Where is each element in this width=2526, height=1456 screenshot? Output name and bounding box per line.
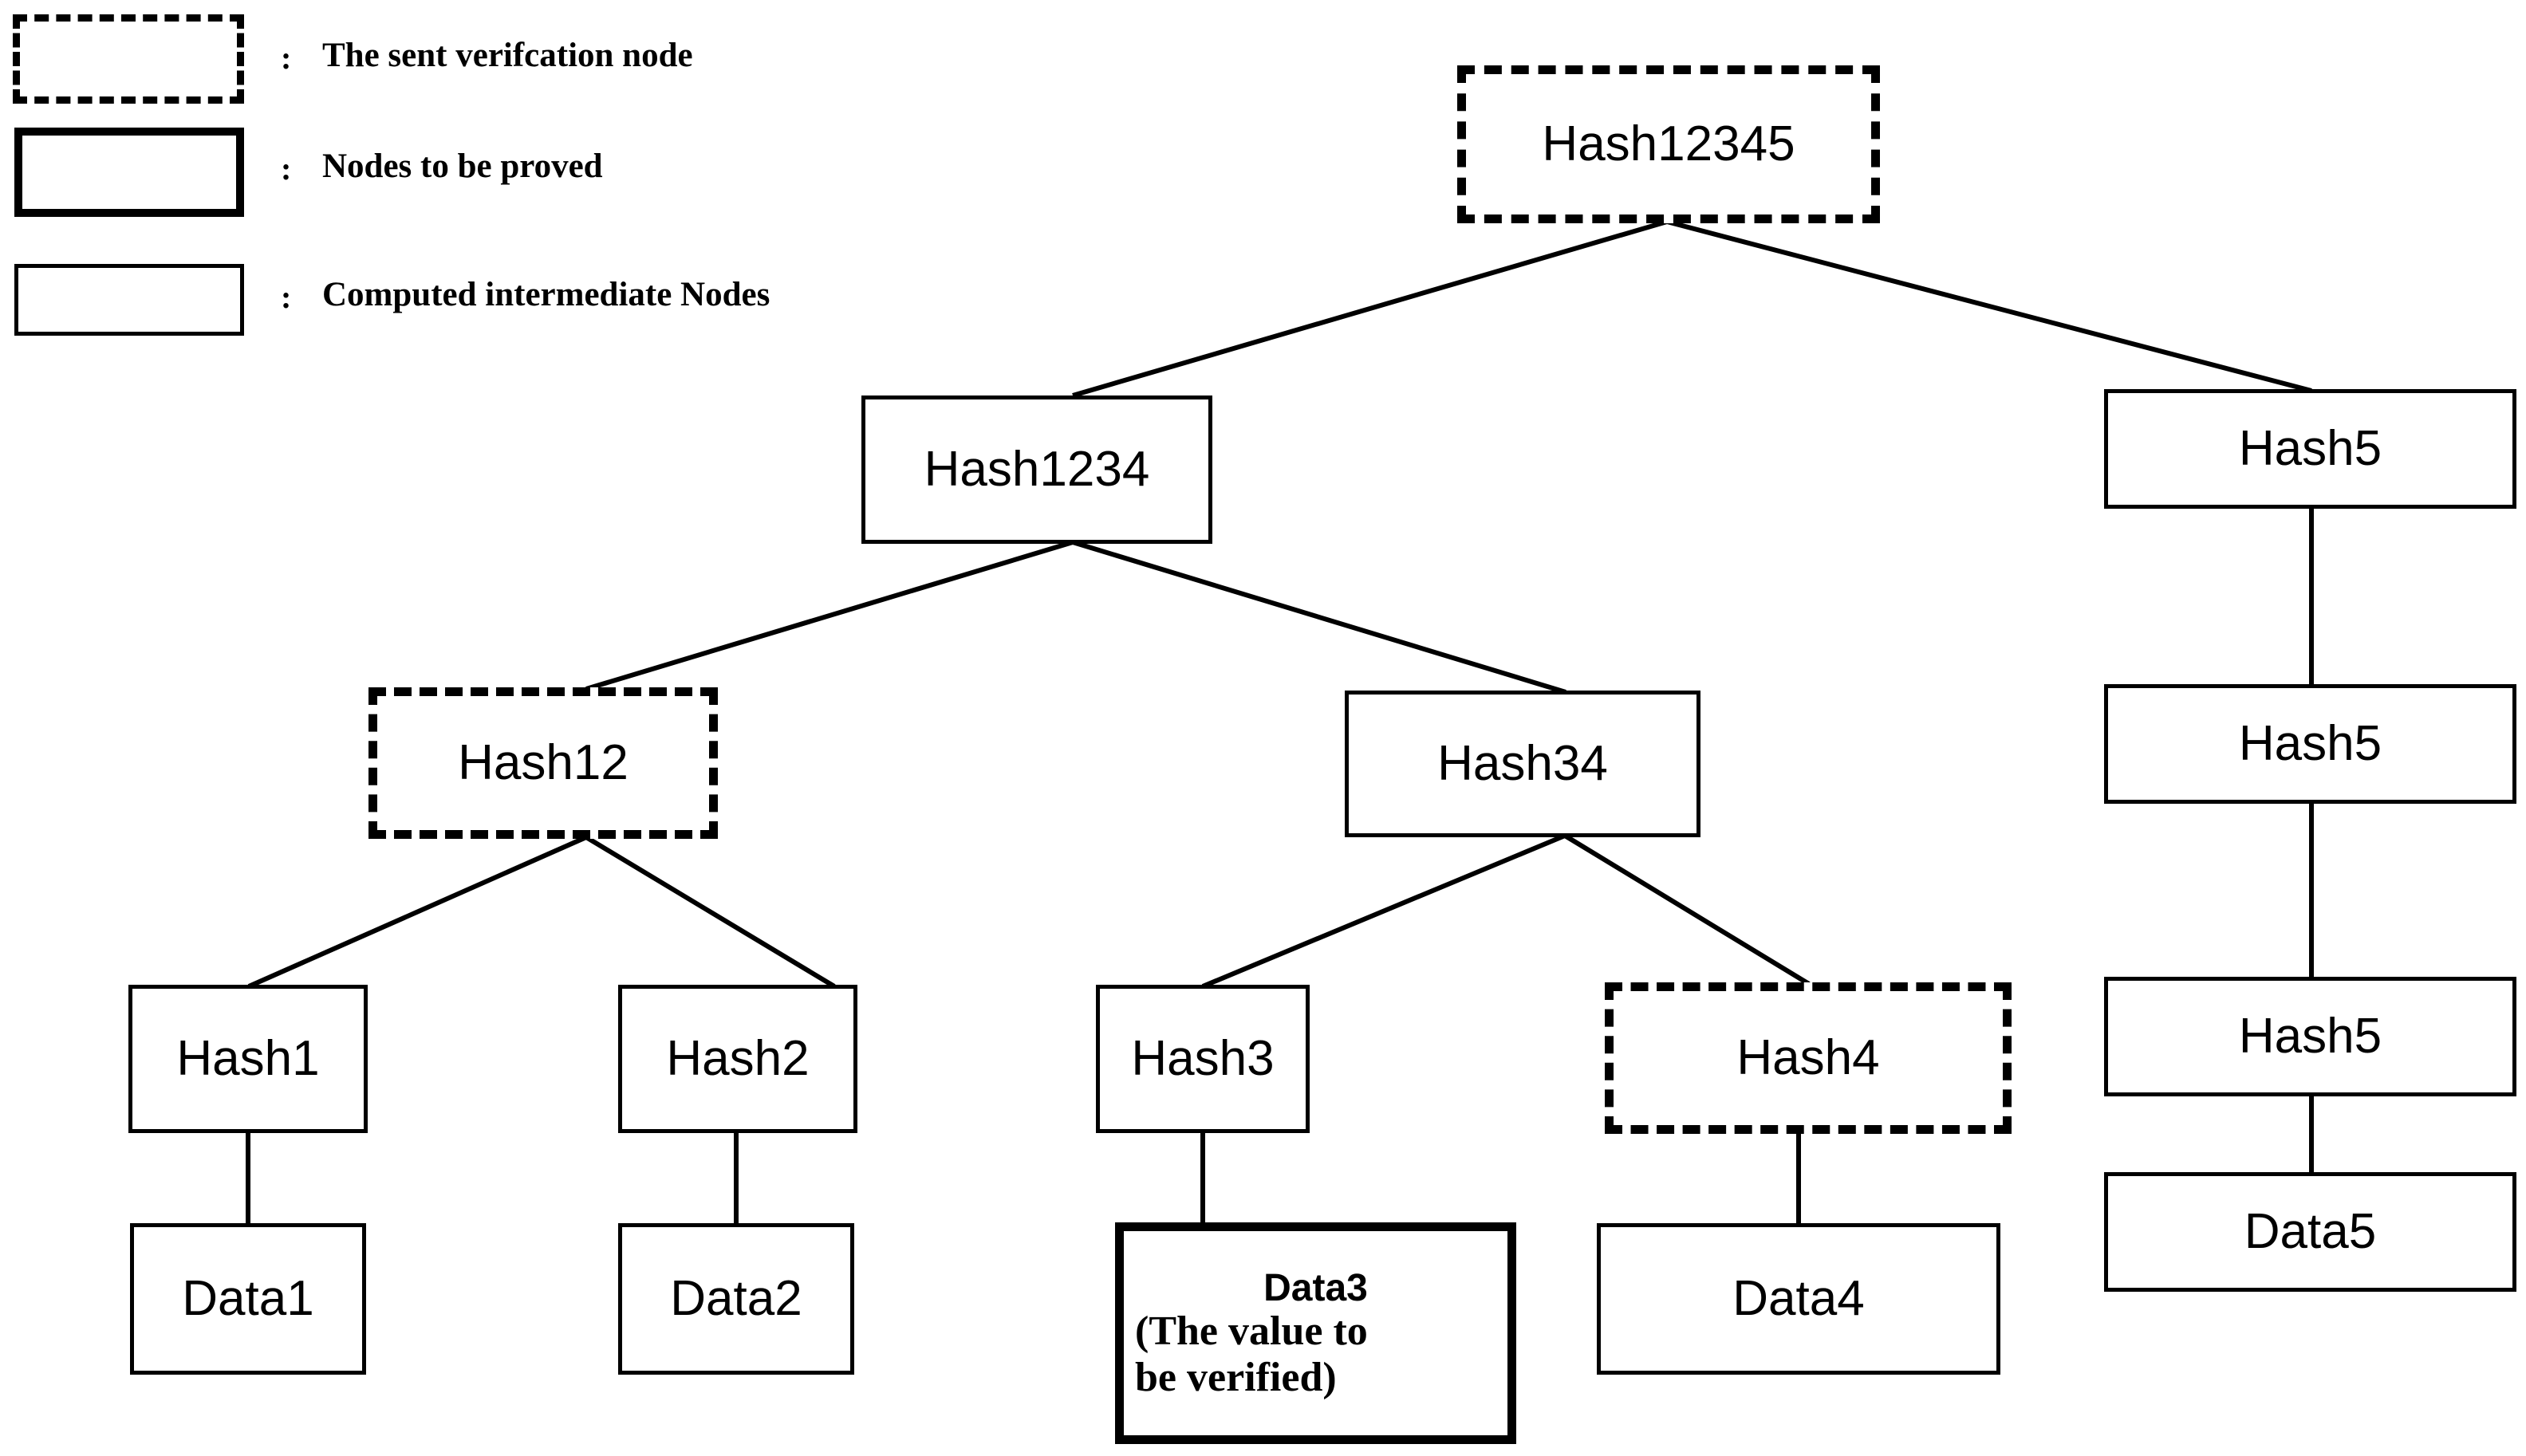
tree-node-label: Data3	[1263, 1267, 1368, 1310]
legend-colon: :	[281, 279, 292, 315]
tree-node-label: Hash5	[2238, 421, 2382, 477]
tree-node-label: Hash1	[176, 1031, 320, 1087]
connector-edge-34-left	[1201, 833, 1566, 989]
tree-node-hash5-c[interactable]: Hash5	[2104, 977, 2516, 1096]
tree-node-label: Hash4	[1736, 1030, 1880, 1086]
tree-node-hash5-a[interactable]: Hash5	[2104, 389, 2516, 509]
tree-node-label: Hash5	[2238, 1009, 2382, 1064]
tree-node-hash12[interactable]: Hash12	[368, 687, 718, 839]
connector-edge-1234-right	[1072, 540, 1566, 695]
tree-node-hash1234[interactable]: Hash1234	[861, 395, 1212, 544]
legend-label: Nodes to be proved	[322, 148, 603, 185]
tree-node-hash2[interactable]: Hash2	[618, 985, 857, 1133]
tree-node-sublabel-line1: (The value to	[1135, 1308, 1368, 1355]
legend-swatch-dashed	[13, 14, 244, 104]
tree-node-data4[interactable]: Data4	[1597, 1223, 2000, 1375]
tree-node-hash34[interactable]: Hash34	[1345, 691, 1700, 837]
tree-node-data2[interactable]: Data2	[618, 1223, 854, 1375]
tree-node-label: Data4	[1732, 1271, 1865, 1327]
legend-swatch-thin	[14, 264, 244, 336]
legend-colon: :	[281, 40, 292, 76]
tree-node-label: Hash3	[1131, 1031, 1275, 1087]
tree-node-data5[interactable]: Data5	[2104, 1172, 2516, 1292]
legend-swatch-thick	[14, 128, 244, 217]
tree-node-label: Hash5	[2238, 716, 2382, 772]
connector-edge-1234-left	[585, 540, 1074, 691]
tree-node-hash5-b[interactable]: Hash5	[2104, 684, 2516, 804]
tree-node-hash3[interactable]: Hash3	[1096, 985, 1310, 1133]
connector-edge-root-right	[1666, 219, 2312, 393]
tree-node-label: Hash12	[458, 735, 629, 791]
connector-edge-12-left	[247, 835, 588, 989]
connector-edge-34-right	[1563, 833, 1811, 986]
tree-node-label: Data2	[670, 1271, 802, 1327]
tree-node-label: Data5	[2244, 1204, 2377, 1260]
tree-node-data1[interactable]: Data1	[130, 1223, 366, 1375]
tree-node-label: Data1	[182, 1271, 314, 1327]
legend-label: Computed intermediate Nodes	[322, 276, 770, 313]
tree-node-label: Hash34	[1437, 736, 1608, 792]
connector-edge-12-right	[585, 835, 836, 989]
tree-node-hash4[interactable]: Hash4	[1605, 982, 2012, 1134]
connector-edge-root-left	[1072, 219, 1668, 398]
legend-colon: :	[281, 151, 292, 187]
tree-node-label: Hash1234	[924, 442, 1150, 498]
tree-node-hash12345[interactable]: Hash12345	[1457, 65, 1880, 223]
tree-node-label: Hash12345	[1542, 116, 1795, 172]
tree-node-label: Hash2	[666, 1031, 810, 1087]
tree-node-hash1[interactable]: Hash1	[128, 985, 368, 1133]
legend-label: The sent verifcation node	[322, 37, 693, 74]
tree-node-sublabel-line2: be verified)	[1135, 1355, 1337, 1401]
